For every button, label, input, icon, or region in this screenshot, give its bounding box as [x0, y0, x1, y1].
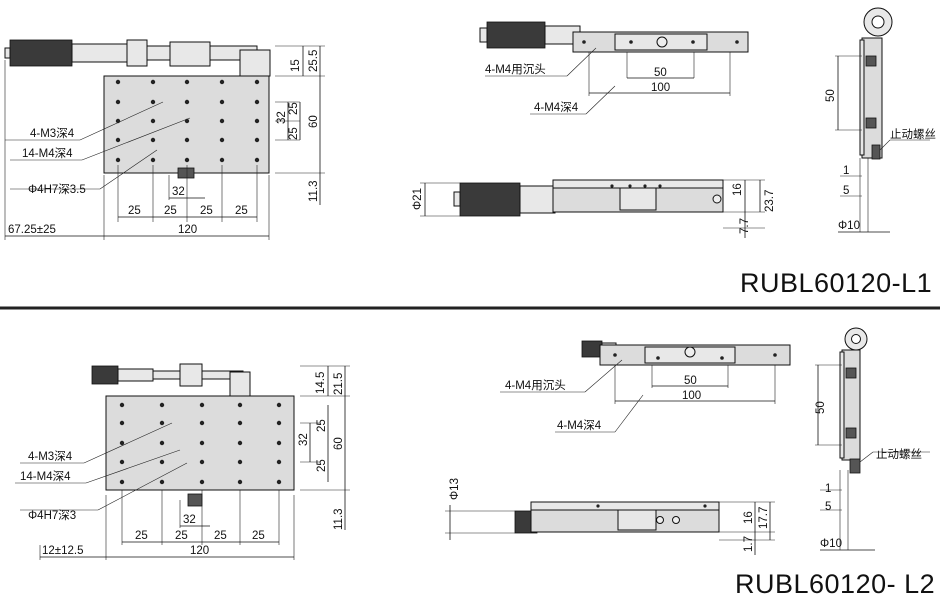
dim-dia21: Φ21: [412, 188, 424, 210]
label-countersink: 4-M4用沉头: [485, 63, 546, 76]
section-2: 4-M3深4 14-M4深4 Φ4H7深3 14.5 21.5 32 25 60…: [15, 327, 935, 599]
dim-7-7: 7.7: [739, 218, 751, 234]
label-pin-hole-2: Φ4H7深3: [28, 508, 76, 522]
dim-25-b-2: 25: [175, 530, 188, 542]
dim-120-2: 120: [190, 545, 209, 557]
label-pin-hole: Φ4H7深3.5: [28, 182, 86, 196]
plan-view-2: 50 100 4-M4用沉头 4-M4深4: [500, 340, 791, 433]
label-lock-screw-2: 止动螺丝: [876, 448, 922, 461]
mounting-holes: [115, 79, 260, 163]
section-1: 4-M3深4 14-M4深4 Φ4H7深3.5 15 25.5 32 25 60…: [4, 7, 936, 298]
end-view-2: 50 止动螺丝 1 5 Φ10: [815, 327, 930, 551]
model-label-2: RUBL60120- L2: [735, 569, 935, 599]
dim-25-a: 25: [128, 205, 141, 217]
dim-25-c: 25: [200, 205, 213, 217]
dim-100-2: 100: [682, 390, 701, 402]
label-m3-holes: 4-M3深4: [30, 126, 75, 140]
dim-end-dia10: Φ10: [838, 220, 860, 232]
end-view-1: 50 止动螺丝 1 5 Φ10: [825, 7, 936, 233]
dim-end-5-2: 5: [825, 501, 831, 513]
side-view-2: Φ13 16 17.7 1.7: [445, 478, 775, 555]
dim-dia13: Φ13: [449, 478, 461, 500]
label-m3-holes-2: 4-M3深4: [28, 449, 73, 463]
dim-25-a-2: 25: [135, 530, 148, 542]
dim-32-h-2: 32: [183, 514, 196, 526]
dim-1-7: 1.7: [743, 536, 755, 552]
dim-end-50: 50: [825, 89, 837, 102]
dim-end-dia10-2: Φ10: [820, 538, 842, 550]
dim-travel: 67.25±25: [8, 224, 56, 236]
label-m4-holes-2: 14-M4深4: [20, 469, 71, 483]
top-view-2: 4-M3深4 14-M4深4 Φ4H7深3 14.5 21.5 32 25 60…: [15, 363, 350, 560]
dim-32-h: 32: [172, 186, 185, 198]
top-view-1: 4-M3深4 14-M4深4 Φ4H7深3.5 15 25.5 32 25 60…: [4, 39, 325, 240]
dim-50: 50: [654, 67, 667, 79]
micrometer-mount: [239, 49, 271, 77]
dim-end-50-2: 50: [815, 401, 827, 414]
dim-11-3-2: 11.3: [333, 508, 345, 530]
side-view-1: Φ21 16 23.7 7.7: [412, 179, 776, 238]
lock-screw: [177, 167, 195, 179]
dim-25-v1: 25: [288, 102, 300, 115]
dim-100: 100: [651, 82, 670, 94]
dim-25-v1-2: 25: [316, 419, 328, 432]
dim-25-d-2: 25: [252, 530, 265, 542]
dim-14-5: 14.5: [315, 372, 327, 394]
stage-top-plate: [103, 75, 270, 174]
dim-25-b: 25: [164, 205, 177, 217]
label-m4-tap: 4-M4深4: [534, 100, 579, 114]
dim-50-2: 50: [684, 375, 697, 387]
dim-17-7: 17.7: [758, 507, 770, 529]
dim-25-v2: 25: [288, 127, 300, 140]
dim-25-c-2: 25: [214, 530, 227, 542]
dim-21-5: 21.5: [333, 373, 345, 395]
mounting-holes-2: [119, 402, 282, 485]
dim-travel-2: 12±12.5: [42, 545, 84, 557]
label-countersink-2: 4-M4用沉头: [505, 379, 566, 392]
dim-23-7: 23.7: [764, 190, 776, 212]
model-label-1: RUBL60120-L1: [740, 268, 932, 298]
dim-60-2: 60: [333, 437, 345, 450]
label-lock-screw: 止动螺丝: [890, 128, 936, 141]
micrometer-clamp: [169, 41, 211, 67]
label-m4-holes: 14-M4深4: [22, 146, 73, 160]
dim-60: 60: [308, 115, 320, 128]
dim-end-1-2: 1: [825, 483, 831, 495]
dim-25-d: 25: [235, 205, 248, 217]
dim-end-5: 5: [843, 185, 849, 197]
micrometer-barrel: [71, 43, 128, 63]
dim-25-5: 25.5: [308, 50, 320, 72]
dim-25-v2-2: 25: [316, 459, 328, 472]
plan-view-1: 50 100 4-M4用沉头 4-M4深4: [479, 21, 749, 115]
dim-120: 120: [178, 224, 197, 236]
micrometer-thimble: [9, 39, 73, 67]
dim-32-v-2: 32: [298, 433, 310, 446]
dim-11-3: 11.3: [308, 180, 320, 202]
dim-32-v: 32: [276, 111, 288, 124]
dim-15: 15: [290, 59, 302, 72]
dim-16: 16: [732, 183, 744, 196]
micrometer-sleeve: [126, 39, 148, 67]
dim-end-1: 1: [843, 165, 849, 177]
dim-16-2: 16: [743, 511, 755, 524]
label-m4-tap-2: 4-M4深4: [557, 418, 602, 432]
